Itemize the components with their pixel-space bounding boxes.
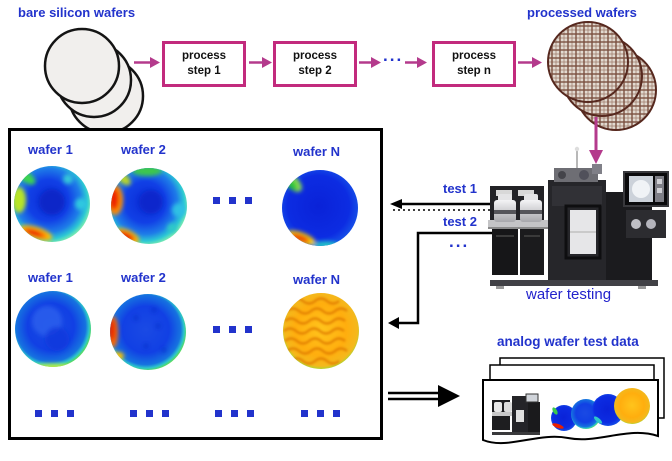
card-machine-thumbnail [492,393,540,435]
process-step-n-line2: step n [457,65,491,77]
row2-wafer2-label: wafer 2 [121,270,166,285]
row2-wafer1-label: wafer 1 [28,270,73,285]
process-step-1-box: process step 1 [162,41,246,87]
wafer-map-row2-N [283,293,359,369]
wafer-map-row1-2 [111,168,187,244]
test2-elbow-arrow [388,231,506,329]
process-flow-ellipsis: ... [383,46,404,65]
processed-wafers-label: processed wafers [527,5,637,20]
wafer-testing-label: wafer testing [523,286,615,303]
row1-waferN-label: wafer N [293,144,340,159]
wafer-map-row1-1 [14,166,90,242]
bottom-ellipsis-dots-1 [35,410,74,417]
row2-ellipsis-dots [213,326,252,333]
test1-arrow [390,199,507,209]
analog-test-data-label: analog wafer test data [497,334,639,349]
wafer-testing-machine-image [488,146,669,289]
arrow-right-3 [359,57,381,68]
bare-wafer-stack-image [43,27,145,135]
wafer-map-row1-N [282,170,358,246]
bottom-ellipsis-dots-2 [130,410,169,417]
bare-wafers-label: bare silicon wafers [18,5,136,20]
test1-dotted-line [393,209,508,211]
arrow-right-5 [518,57,542,68]
wafer-map-row2-1 [15,291,91,367]
processed-wafer-stack-image [547,21,657,131]
process-step-1-line2: step 1 [187,65,221,77]
test1-label: test 1 [443,181,477,196]
wafer-map-row2-2 [110,294,186,370]
row1-ellipsis-dots [213,197,252,204]
arrow-right-4 [405,57,427,68]
row1-wafer2-label: wafer 2 [121,142,166,157]
bottom-ellipsis-dots-3 [215,410,254,417]
process-step-2-line1: process [292,50,338,63]
output-double-arrow [388,385,460,407]
process-step-2-line2: step 2 [298,65,332,77]
arrow-down-to-machine [589,117,603,164]
process-step-2-box: process step 2 [273,41,357,87]
process-step-1-line1: process [181,50,227,63]
row1-wafer1-label: wafer 1 [28,142,73,157]
arrow-right-2 [249,57,272,68]
test2-label: test 2 [443,214,477,229]
card-wafer-thumbnails [551,388,650,431]
bottom-ellipsis-dots-4 [301,410,340,417]
row2-waferN-label: wafer N [293,272,340,287]
tests-ellipsis: ... [449,232,470,251]
process-step-n-box: process step n [432,41,516,87]
analog-test-data-cards [482,357,665,445]
arrow-right-1 [134,57,160,68]
process-step-n-line1: process [451,50,497,63]
